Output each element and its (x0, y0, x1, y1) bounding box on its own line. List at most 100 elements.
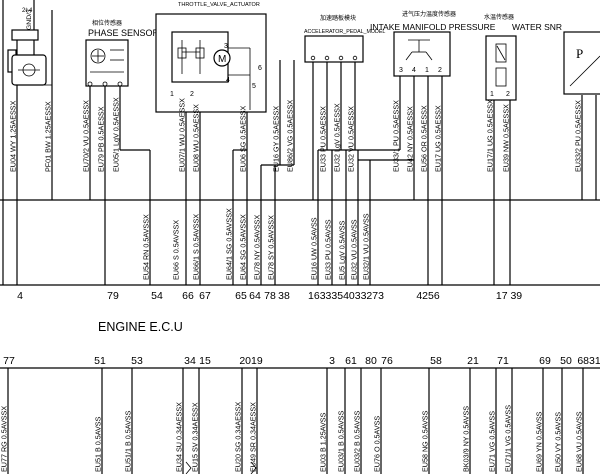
phase-sensor-cn: 相位传感器 (92, 19, 122, 27)
throttle-pin-4: 4 (226, 77, 230, 84)
wire-label-top-1: PF01 BW 1.25AESSX (44, 101, 53, 172)
ecu-pin-top-4: 67 (199, 290, 211, 302)
wire-label-mid-9: EU5 LgV 0.5AVSS (338, 220, 347, 280)
ecu-pin-top-2: 54 (151, 290, 163, 302)
wire-label-top-5: EU07/1 WU 0.5AESSX (178, 98, 187, 172)
throttle-pin-2: 2 (190, 91, 194, 98)
intake-cn: 进气压力温度传感器 (402, 10, 456, 18)
wire-label-top-13: EU33/1 PU 0.5AESSX (392, 100, 401, 172)
ecu-pin-bottom-6: 3 (329, 355, 335, 367)
wire-label-top-4: EU05/1 LgV 0.5AESSX (112, 97, 121, 172)
wire-label-top-0: EU04 WY 1.25AESSX (9, 100, 18, 172)
wire-label-bottom-15: EU69 YN 0.5AVSS (535, 411, 544, 472)
water-pin-2: 2 (506, 91, 510, 98)
water-pin-1: 1 (490, 91, 494, 98)
wire-label-top-10: EU33 PU 0.5AESSX (319, 106, 328, 172)
ecu-pin-top-9: 1633354033273 (308, 290, 384, 302)
wire-label-bottom-5: EU20 SG 0.34AESSX (234, 401, 243, 472)
throttle-label: THROTTLE_VALVE_ACTUATOR (178, 2, 260, 8)
left-top-en: GND/3 (26, 9, 33, 30)
ecu-pin-bottom-11: 21 (467, 355, 479, 367)
ecu-pin-bottom-5: 2019 (239, 355, 263, 367)
wire-label-top-19: EU33/2 PU 0.5AESSX (574, 100, 583, 172)
intake-pin-1: 1 (425, 67, 429, 74)
wire-label-top-9: EU86/2 VG 0.5AESSX (286, 99, 295, 172)
accel-cn: 加速踏板模块 (320, 14, 356, 22)
wire-label-bottom-4: EU15 SV 0.34AESSX (191, 402, 200, 472)
wire-label-mid-0: EU54 RN 0.5AVSSX (142, 214, 151, 280)
ecu-pin-bottom-13: 69 (539, 355, 551, 367)
intake-pin-3: 3 (399, 67, 403, 74)
throttle-pin-6: 6 (258, 65, 262, 72)
wire-label-mid-8: EU33 PU 0.5AVSS (324, 219, 333, 280)
ecu-pin-top-11: 17 39 (496, 290, 522, 302)
wire-label-top-11: EU32 LgV 0.5AESSX (333, 103, 342, 172)
accel-pins (310, 55, 358, 61)
wire-label-bottom-6: EU49 SR 0.34AESSX (249, 402, 258, 472)
wire-label-mid-3: EU64/1 SG 0.5AVSSX (225, 208, 234, 280)
wire-label-bottom-9: EU03/2 B 0.5AVSS (353, 410, 362, 472)
phase-sensor-label: PHASE SENSOR (88, 28, 160, 38)
right-sensor-partial: P (563, 31, 600, 95)
throttle-pin-5: 5 (252, 83, 256, 90)
ecu-pin-top-6: 64 (249, 290, 261, 302)
intake-manifold-sensor: 进气压力温度传感器 INTAKE MANIFOLD PRESSURE 3 4 1… (370, 10, 496, 77)
wire-label-mid-6: EU78 SY 0.5AVSSX (267, 215, 276, 280)
motor-symbol: M (218, 54, 226, 65)
wire-label-top-2: EU70/2 VU 0.5AESSX (82, 100, 91, 172)
ecu-pin-bottom-9: 76 (381, 355, 393, 367)
ecu-pin-bottom-1: 51 (94, 355, 106, 367)
water-label: WATER SNR (512, 22, 562, 32)
ecu-pin-bottom-0: 77 (3, 355, 15, 367)
ecu-pin-bottom-2: 53 (131, 355, 143, 367)
intake-label: INTAKE MANIFOLD PRESSURE (370, 22, 496, 32)
wire-label-top-14: EU42 NY 0.5AESSX (406, 106, 415, 172)
wire-label-top-18: EU39 NW 0.5AESSX (502, 104, 511, 172)
ecu-pin-bottom-3: 34 (184, 355, 196, 367)
wire-label-bottom-7: EU03 B 1.25AVSS (319, 412, 328, 472)
wire-labels-bottom: EU77 RG 0.5AVSSX EU51 B 0.5AVSS EU51/1 B 0… (0, 401, 584, 472)
wire-label-bottom-3: EU34 SU 0.34AESSX (175, 402, 184, 472)
wire-label-bottom-16: EU50 VY 0.5AVSS (554, 412, 563, 472)
ecu-pin-bottom-8: 80 (365, 355, 377, 367)
intake-pin-2: 2 (438, 67, 442, 74)
wire-label-bottom-17: EU68 VU 0.5AVSS (575, 411, 584, 472)
ecu-pin-bottom-15: 6831 (577, 355, 600, 367)
ecu-pin-bottom-10: 58 (430, 355, 442, 367)
wire-label-bottom-10: EU76 O 0.5AVSS (373, 416, 382, 472)
water-cn: 水温传感器 (484, 13, 514, 21)
ecu-pin-bottom-7: 61 (345, 355, 357, 367)
throttle-pin-1: 1 (170, 91, 174, 98)
wire-label-bottom-11: EU58 NG 0.5AVSS (421, 410, 430, 472)
ecu-pin-top-3: 66 (182, 290, 194, 302)
ecu-pin-bottom-4: 15 (199, 355, 211, 367)
wire-label-mid-4: EU64 SG 0.5AVSSX (239, 214, 248, 280)
left-top-cn: 2ℓ 4 (22, 7, 33, 14)
ecu-title: ENGINE E.C.U (98, 320, 183, 334)
ecu-pin-top-0: 4 (17, 290, 23, 302)
wire-label-top-12: EU32 VU 0.5AESSX (347, 106, 356, 172)
wire-label-mid-11: EU32/1 VU 0.5AVSS (362, 213, 371, 280)
wire-labels-top: EU04 WY 1.25AESSX PF01 BW 1.25AESSX EU70/2… (9, 97, 583, 172)
wire-label-mid-2: EU66/1 S 0.5AVSSX (192, 214, 201, 280)
intake-pin-4: 4 (412, 67, 416, 74)
ecu-pin-bottom-14: 50 (560, 355, 572, 367)
wire-label-mid-5: EU78 NY 0.5AVSSX (253, 215, 262, 280)
ecu-pin-bottom-12: 71 (497, 355, 509, 367)
wire-label-bottom-0: EU77 RG 0.5AVSSX (0, 406, 9, 472)
wire-label-bottom-1: EU51 B 0.5AVSS (94, 416, 103, 472)
ecu-pin-top-10: 4256 (416, 290, 440, 302)
wire-label-bottom-2: EU51/1 B 0.5AVSS (124, 410, 133, 472)
throttle-valve-actuator: THROTTLE_VALVE_ACTUATOR M 3 4 2 5 1 6 (155, 2, 267, 113)
wire-label-top-6: EU08 WU 0.5AESSX (192, 104, 201, 172)
accel-label: ACCELERATOR_PEDAL_MODEL (304, 29, 385, 35)
left-top-component: 2ℓ 4 GND/3 (7, 7, 52, 86)
wire-label-top-17: EU17/1 UG 0.5AESSX (486, 99, 495, 172)
wire-label-top-15: EU56 OR 0.5AESSX (420, 105, 429, 172)
water-temp-sensor: 水温传感器 WATER SNR 1 2 (484, 13, 562, 101)
